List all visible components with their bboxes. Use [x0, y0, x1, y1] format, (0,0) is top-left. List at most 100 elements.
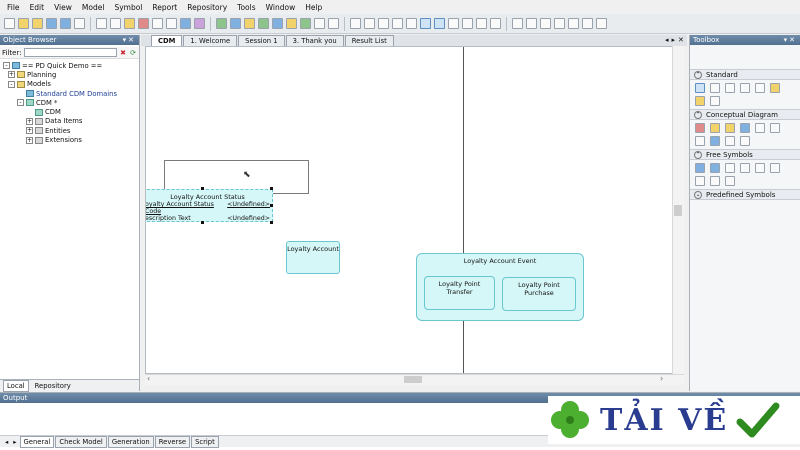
scroll-right-icon[interactable]: › — [660, 374, 664, 383]
menu-window[interactable]: Window — [265, 2, 296, 12]
tab-repository[interactable]: Repository — [30, 379, 75, 392]
polyline-tool-icon[interactable] — [710, 176, 720, 186]
rounded-rect-tool-icon[interactable] — [695, 176, 705, 186]
arrow-icon[interactable] — [328, 18, 339, 29]
tab-generation[interactable]: Generation — [107, 435, 154, 448]
tree-node[interactable]: + Planning — [3, 70, 139, 79]
filter-clear-icon[interactable]: ✖ — [120, 48, 126, 57]
association-tool-icon[interactable] — [695, 136, 705, 146]
grabber-tool-icon[interactable] — [710, 83, 720, 93]
paste-icon[interactable] — [124, 18, 135, 29]
tab-general[interactable]: General — [19, 435, 55, 448]
align-top-icon[interactable] — [392, 18, 403, 29]
text-tool-icon[interactable] — [710, 163, 720, 173]
toolbox-section-predefined-symbols[interactable]: ⌄ Predefined Symbols — [690, 189, 800, 200]
properties-tool-icon[interactable] — [695, 96, 705, 106]
tree-node[interactable]: - CDM * — [3, 98, 139, 107]
menu-repository[interactable]: Repository — [187, 2, 228, 12]
undo-icon[interactable] — [152, 18, 163, 29]
zoom-out-tool-icon[interactable] — [755, 83, 765, 93]
zoom-box-icon[interactable] — [448, 18, 459, 29]
toolbox-section-free-symbols[interactable]: ⌃ Free Symbols — [690, 149, 800, 160]
pointer-tool-icon[interactable] — [695, 83, 705, 93]
tree-node[interactable]: - == PD Quick Demo == — [3, 61, 139, 70]
entity-loyalty-account-status[interactable]: Loyalty Account Status oyalty Account St… — [146, 189, 273, 222]
save-icon[interactable] — [46, 18, 57, 29]
tab-script[interactable]: Script — [191, 435, 219, 448]
align-right-icon[interactable] — [378, 18, 389, 29]
expand-icon[interactable]: + — [26, 136, 33, 144]
tree-node[interactable]: + Extensions — [3, 135, 139, 144]
table-tool-icon[interactable] — [740, 123, 750, 133]
find-icon[interactable] — [194, 18, 205, 29]
domain-tool-icon[interactable] — [725, 123, 735, 133]
menu-report[interactable]: Report — [152, 2, 178, 12]
selection-handle[interactable] — [270, 221, 273, 224]
redo-icon[interactable] — [166, 18, 177, 29]
report-icon[interactable] — [244, 18, 255, 29]
menu-tools[interactable]: Tools — [237, 2, 256, 12]
polygon-tool-icon[interactable] — [725, 176, 735, 186]
tab-result-list[interactable]: Result List — [344, 35, 394, 46]
horizontal-scroll-thumb[interactable] — [404, 376, 422, 383]
same-height-icon[interactable] — [554, 18, 565, 29]
grid-icon[interactable] — [462, 18, 473, 29]
panel-controls-icon[interactable]: ▾✕ — [783, 36, 797, 44]
zoom-tool-icon[interactable] — [725, 83, 735, 93]
section-collapse-icon[interactable]: ⌃ — [694, 110, 702, 119]
subtype-loyalty-point-transfer[interactable]: Loyalty Point Transfer — [424, 276, 495, 310]
same-size-icon[interactable] — [568, 18, 579, 29]
save-all-icon[interactable] — [60, 18, 71, 29]
diagram-canvas[interactable]: ⬉ Loyalty Account Status oyalty Account … — [145, 46, 684, 374]
toolbox-section-conceptual-diagram[interactable]: ⌃ Conceptual Diagram — [690, 109, 800, 120]
align-left-icon[interactable] — [364, 18, 375, 29]
layout-icon[interactable] — [490, 18, 501, 29]
panel-controls-icon[interactable]: ▾✕ — [122, 36, 136, 44]
relationship-tool-icon[interactable] — [770, 123, 780, 133]
tree-node[interactable]: Standard CDM Domains — [3, 89, 139, 98]
tree-node[interactable]: + Entities — [3, 126, 139, 135]
menu-model[interactable]: Model — [81, 2, 105, 12]
selection-handle[interactable] — [270, 187, 273, 190]
properties-icon[interactable] — [180, 18, 191, 29]
shortcut-tool-icon[interactable] — [740, 136, 750, 146]
collapse-icon[interactable]: - — [17, 99, 24, 107]
tab-thank-you[interactable]: 3. Thank you — [285, 35, 344, 46]
collapse-icon[interactable]: - — [8, 80, 15, 88]
distribute-h-icon[interactable] — [512, 18, 523, 29]
print-icon[interactable] — [74, 18, 85, 29]
align-bottom-icon[interactable] — [406, 18, 417, 29]
filter-refresh-icon[interactable]: ⟳ — [130, 48, 136, 57]
center-h-icon[interactable] — [582, 18, 593, 29]
tree-node[interactable]: - Models — [3, 80, 139, 89]
same-width-icon[interactable] — [540, 18, 551, 29]
generate-icon[interactable] — [230, 18, 241, 29]
menu-symbol[interactable]: Symbol — [114, 2, 143, 12]
tab-cdm[interactable]: CDM — [151, 35, 183, 46]
entity-tool-icon[interactable] — [710, 123, 720, 133]
snap-icon[interactable] — [476, 18, 487, 29]
section-collapse-icon[interactable]: ⌃ — [694, 150, 702, 159]
new-icon[interactable] — [4, 18, 15, 29]
rectangle-tool-icon[interactable] — [755, 163, 765, 173]
text-icon[interactable] — [300, 18, 311, 29]
expand-icon[interactable]: + — [8, 71, 15, 79]
inheritance-tool-icon[interactable] — [755, 123, 765, 133]
format-icon[interactable] — [314, 18, 325, 29]
zoom-page-icon[interactable] — [420, 18, 431, 29]
tab-session-1[interactable]: Session 1 — [238, 35, 285, 46]
center-v-icon[interactable] — [596, 18, 607, 29]
expand-icon[interactable]: + — [26, 117, 33, 125]
expand-icon[interactable]: + — [26, 127, 33, 135]
note-tool-icon[interactable] — [695, 163, 705, 173]
distribute-v-icon[interactable] — [526, 18, 537, 29]
impact-icon[interactable] — [272, 18, 283, 29]
line-tool-icon[interactable] — [725, 163, 735, 173]
open-diagram-tool-icon[interactable] — [770, 83, 780, 93]
repository-icon[interactable] — [258, 18, 269, 29]
package-tool-icon[interactable] — [695, 123, 705, 133]
open-icon[interactable] — [18, 18, 29, 29]
tab-reverse[interactable]: Reverse — [154, 435, 191, 448]
menu-help[interactable]: Help — [305, 2, 323, 12]
collapse-icon[interactable]: - — [3, 62, 10, 70]
